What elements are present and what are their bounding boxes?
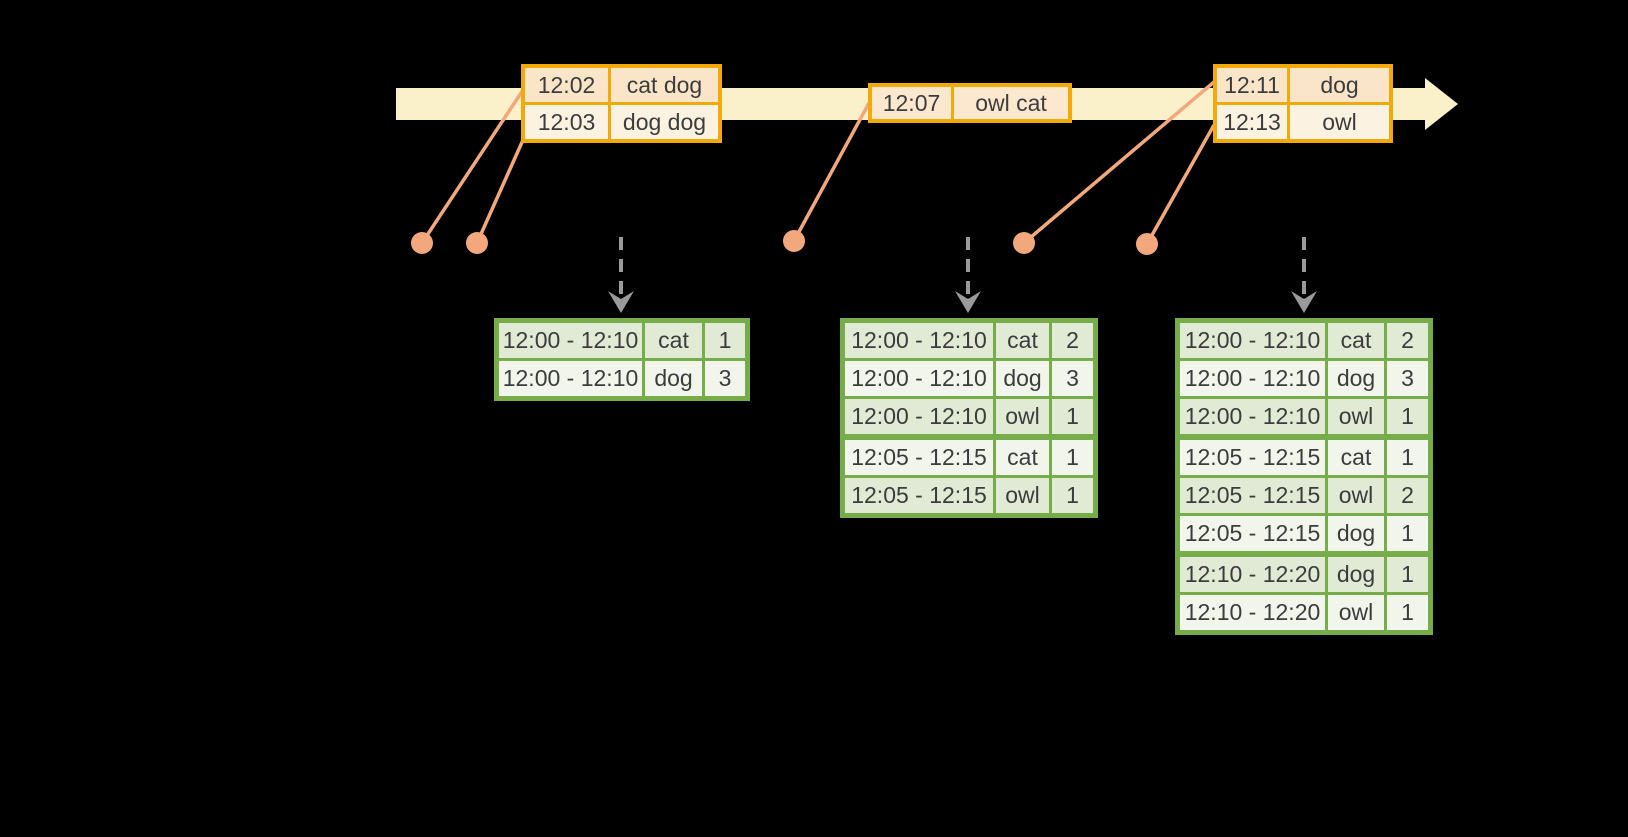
word-cell: dog xyxy=(1328,557,1384,592)
result-row: 12:05 - 12:15 owl 1 xyxy=(845,478,1093,513)
window-cell: 12:00 - 12:10 xyxy=(845,323,993,358)
count-cell: 3 xyxy=(705,361,745,396)
window-cell: 12:10 - 12:20 xyxy=(1180,595,1325,630)
result-row: 12:00 - 12:10 cat 1 xyxy=(499,323,745,358)
event-time: 12:02 xyxy=(525,68,608,102)
count-cell: 1 xyxy=(1387,595,1428,630)
event-time: 12:13 xyxy=(1217,105,1287,139)
event-words: dog dog xyxy=(611,105,718,139)
word-cell: cat xyxy=(996,323,1049,358)
event-time: 12:11 xyxy=(1217,68,1287,102)
window-cell: 12:05 - 12:15 xyxy=(845,440,993,475)
result-row: 12:00 - 12:10 cat 2 xyxy=(1180,323,1428,358)
word-cell: cat xyxy=(645,323,702,358)
word-cell: cat xyxy=(1328,323,1384,358)
event-time-dot xyxy=(411,232,433,254)
event-words: dog xyxy=(1290,68,1389,102)
count-cell: 2 xyxy=(1387,478,1428,513)
event-record-table-2: 12:07 owl cat xyxy=(868,83,1072,123)
event-words: cat dog xyxy=(611,68,718,102)
leader-line xyxy=(792,102,871,242)
window-cell: 12:00 - 12:10 xyxy=(1180,399,1325,434)
event-time: 12:03 xyxy=(525,105,608,139)
result-row: 12:10 - 12:20 owl 1 xyxy=(1180,595,1428,630)
result-row: 12:00 - 12:10 owl 1 xyxy=(1180,399,1428,434)
result-row: 12:05 - 12:15 owl 2 xyxy=(1180,478,1428,513)
event-record-table-1: 12:02 cat dog 12:03 dog dog xyxy=(521,64,722,143)
result-table-3: 12:00 - 12:10 cat 2 12:00 - 12:10 dog 3 … xyxy=(1175,318,1433,635)
event-words: owl cat xyxy=(954,87,1068,119)
word-cell: owl xyxy=(1328,478,1384,513)
word-cell: dog xyxy=(1328,361,1384,396)
word-cell: owl xyxy=(1328,399,1384,434)
count-cell: 3 xyxy=(1052,361,1093,396)
leader-line xyxy=(1022,80,1216,245)
count-cell: 1 xyxy=(1052,478,1093,513)
leader-line xyxy=(475,139,525,244)
window-cell: 12:00 - 12:10 xyxy=(1180,323,1325,358)
trigger-arrow-icon xyxy=(608,237,634,313)
count-cell: 2 xyxy=(1052,323,1093,358)
word-cell: dog xyxy=(996,361,1049,396)
result-row: 12:00 - 12:10 dog 3 xyxy=(845,361,1093,396)
word-cell: owl xyxy=(1328,595,1384,630)
event-time-dot xyxy=(1013,232,1035,254)
word-cell: owl xyxy=(996,399,1049,434)
window-cell: 12:00 - 12:10 xyxy=(845,361,993,396)
event-words: owl xyxy=(1290,105,1389,139)
result-row: 12:00 - 12:10 cat 2 xyxy=(845,323,1093,358)
window-cell: 12:05 - 12:15 xyxy=(1180,478,1325,513)
leader-line xyxy=(1145,124,1216,245)
window-cell: 12:05 - 12:15 xyxy=(845,478,993,513)
word-cell: dog xyxy=(645,361,702,396)
leader-line xyxy=(420,89,525,244)
count-cell: 3 xyxy=(1387,361,1428,396)
window-cell: 12:00 - 12:10 xyxy=(1180,361,1325,396)
event-time-dot xyxy=(783,230,805,252)
result-row: 12:10 - 12:20 dog 1 xyxy=(1180,557,1428,592)
word-cell: owl xyxy=(996,478,1049,513)
count-cell: 2 xyxy=(1387,323,1428,358)
window-cell: 12:05 - 12:15 xyxy=(1180,440,1325,475)
window-cell: 12:00 - 12:10 xyxy=(845,399,993,434)
event-record-table-3: 12:11 dog 12:13 owl xyxy=(1213,64,1393,143)
result-row: 12:05 - 12:15 cat 1 xyxy=(845,440,1093,475)
window-cell: 12:05 - 12:15 xyxy=(1180,516,1325,551)
word-cell: cat xyxy=(996,440,1049,475)
count-cell: 1 xyxy=(1387,440,1428,475)
count-cell: 1 xyxy=(1052,440,1093,475)
trigger-arrow-icon xyxy=(1291,237,1317,313)
result-row: 12:00 - 12:10 dog 3 xyxy=(1180,361,1428,396)
trigger-arrow-icon xyxy=(955,237,981,313)
result-row: 12:00 - 12:10 dog 3 xyxy=(499,361,745,396)
window-cell: 12:00 - 12:10 xyxy=(499,361,642,396)
result-table-1: 12:00 - 12:10 cat 1 12:00 - 12:10 dog 3 xyxy=(494,318,750,401)
count-cell: 1 xyxy=(705,323,745,358)
count-cell: 1 xyxy=(1387,516,1428,551)
count-cell: 1 xyxy=(1052,399,1093,434)
window-cell: 12:10 - 12:20 xyxy=(1180,557,1325,592)
event-time-dot xyxy=(1136,233,1158,255)
count-cell: 1 xyxy=(1387,557,1428,592)
result-table-2: 12:00 - 12:10 cat 2 12:00 - 12:10 dog 3 … xyxy=(840,318,1098,518)
event-time: 12:07 xyxy=(872,87,951,119)
timeline-arrowhead-icon xyxy=(1425,78,1458,130)
word-cell: cat xyxy=(1328,440,1384,475)
word-cell: dog xyxy=(1328,516,1384,551)
count-cell: 1 xyxy=(1387,399,1428,434)
result-row: 12:00 - 12:10 owl 1 xyxy=(845,399,1093,434)
result-row: 12:05 - 12:15 cat 1 xyxy=(1180,440,1428,475)
result-row: 12:05 - 12:15 dog 1 xyxy=(1180,516,1428,551)
event-time-dot xyxy=(466,232,488,254)
window-cell: 12:00 - 12:10 xyxy=(499,323,642,358)
